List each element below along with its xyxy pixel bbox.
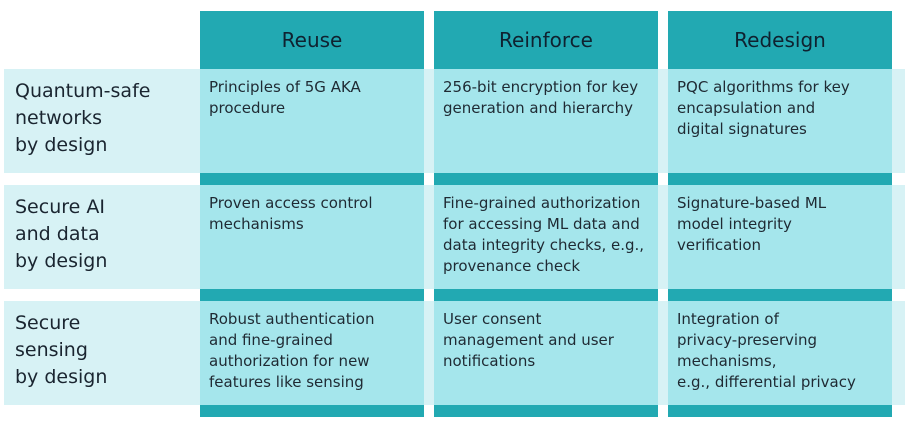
column-header-reinforce: Reinforce: [434, 11, 658, 69]
row-label-secure-ai: Secure AI and data by design: [15, 196, 108, 272]
cell-ai-reinforce: Fine-grained authorization for accessing…: [434, 185, 658, 289]
row-label-secure-sensing: Secure sensing by design: [15, 312, 108, 388]
column-footer-reuse: [200, 405, 424, 417]
cell-quantum-redesign: PQC algorithms for key encapsulation and…: [668, 69, 892, 173]
column-header-reuse: Reuse: [200, 11, 424, 69]
cell-ai-reuse: Proven access control mechanisms: [200, 185, 424, 289]
cell-sensing-redesign: Integration of privacy-preserving mechan…: [668, 301, 892, 405]
row-label-quantum-safe: Quantum-safe networks by design: [15, 80, 151, 156]
column-header-redesign: Redesign: [668, 11, 892, 69]
cell-ai-redesign: Signature-based ML model integrity verif…: [668, 185, 892, 289]
column-footer-redesign: [668, 405, 892, 417]
cell-sensing-reuse: Robust authentication and fine-grained a…: [200, 301, 424, 405]
cell-sensing-reinforce: User consent management and user notific…: [434, 301, 658, 405]
cell-quantum-reinforce: 256-bit encryption for key generation an…: [434, 69, 658, 173]
cell-quantum-reuse: Principles of 5G AKA procedure: [200, 69, 424, 173]
column-footer-reinforce: [434, 405, 658, 417]
